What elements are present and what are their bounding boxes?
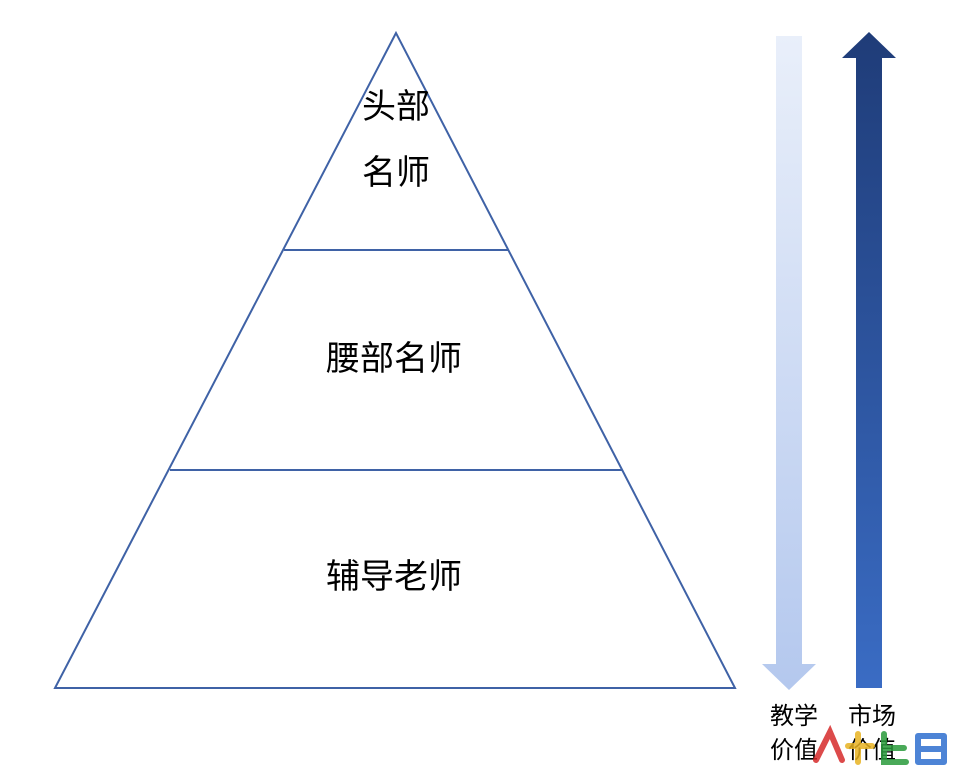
pyramid: 头部 名师 腰部名师 辅导老师 [53, 30, 737, 689]
teaching-value-arrow-shape [762, 36, 816, 690]
market-value-arrow-shape [842, 32, 896, 688]
watermark-logo [813, 724, 947, 765]
watermark-stroke-red [813, 724, 845, 763]
tier-top-label-line-1: 头部 [362, 87, 430, 127]
teaching-value-arrow: 教学 价值 [762, 36, 818, 764]
tier-top-label-line-2: 名师 [362, 153, 430, 193]
market-value-label-line-1: 市场 [848, 702, 896, 730]
teaching-value-label-line-2: 价值 [770, 736, 818, 764]
pyramid-outline [53, 30, 737, 689]
tier-middle: 腰部名师 [326, 339, 462, 379]
watermark-stroke-green [881, 731, 909, 765]
market-value-arrow: 市场 价值 [842, 32, 896, 764]
teaching-value-label-line-1: 教学 [770, 702, 818, 730]
watermark-stroke-yellow [845, 731, 875, 765]
tier-middle-label: 腰部名师 [326, 339, 462, 379]
tier-top: 头部 名师 [362, 87, 430, 193]
tier-bottom: 辅导老师 [326, 557, 462, 597]
watermark-stroke-blue [915, 733, 947, 765]
tier-bottom-label: 辅导老师 [326, 557, 462, 597]
